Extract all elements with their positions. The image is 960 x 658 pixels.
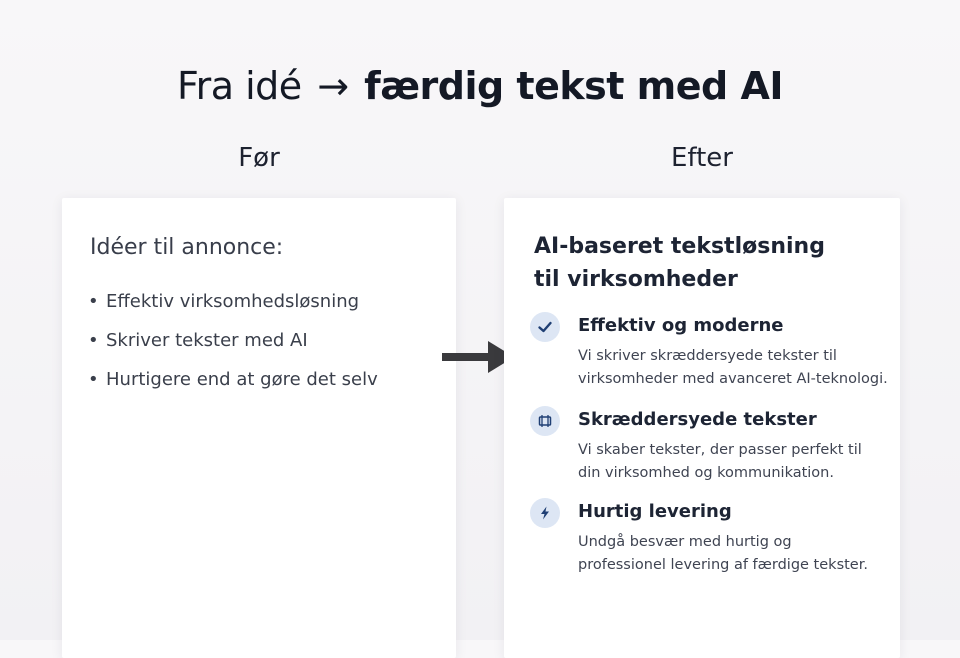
tailor-icon — [530, 406, 560, 436]
feature-description-line: Undgå besvær med hurtig og — [578, 534, 792, 550]
after-column-label: Efter — [670, 143, 733, 173]
feature-description-line: professionel levering af færdige tekster… — [578, 557, 868, 573]
feature-description: Vi skriver skræddersyede tekster til vir… — [578, 345, 898, 391]
title-after-text: færdig tekst med AI — [364, 64, 783, 108]
before-column-label: Før — [238, 143, 280, 173]
title-before-text: Fra idé — [177, 64, 302, 108]
feature-title: Skræddersyede tekster — [578, 409, 817, 430]
feature-title: Effektiv og moderne — [578, 315, 784, 336]
feature-description-line: Vi skriver skræddersyede tekster til — [578, 348, 837, 364]
after-card: AI-baseret tekstløsning til virksomheder — [504, 198, 900, 658]
feature-description: Undgå besvær med hurtig og professionel … — [578, 531, 898, 577]
list-item: Hurtigere end at gøre det selv — [88, 360, 378, 399]
list-item: Skriver tekster med AI — [88, 321, 378, 360]
list-item: Effektiv virksomhedsløsning — [88, 282, 378, 321]
check-icon — [530, 312, 560, 342]
feature-description: Vi skaber tekster, der passer perfekt ti… — [578, 439, 898, 485]
title-arrow: → — [317, 64, 349, 108]
lightning-icon — [530, 498, 560, 528]
feature-description-line: virksomheder med avanceret AI-teknologi. — [578, 371, 888, 387]
after-card-heading-line: AI-baseret tekstløsning — [534, 234, 825, 259]
feature-description-line: Vi skaber tekster, der passer perfekt ti… — [578, 442, 862, 458]
before-card: Idéer til annonce: Effektiv virksomhedsl… — [62, 198, 456, 658]
page-title: Fra idé → færdig tekst med AI — [0, 58, 960, 114]
right-arrow-icon — [442, 341, 514, 373]
feature-title: Hurtig levering — [578, 501, 732, 522]
feature-description-line: din virksomhed og kommunikation. — [578, 465, 834, 481]
after-card-heading: AI-baseret tekstløsning til virksomheder — [534, 230, 874, 296]
before-card-heading: Idéer til annonce: — [90, 235, 284, 260]
idea-bullet-list: Effektiv virksomhedsløsning Skriver teks… — [88, 282, 378, 399]
after-card-heading-line: til virksomheder — [534, 267, 738, 292]
